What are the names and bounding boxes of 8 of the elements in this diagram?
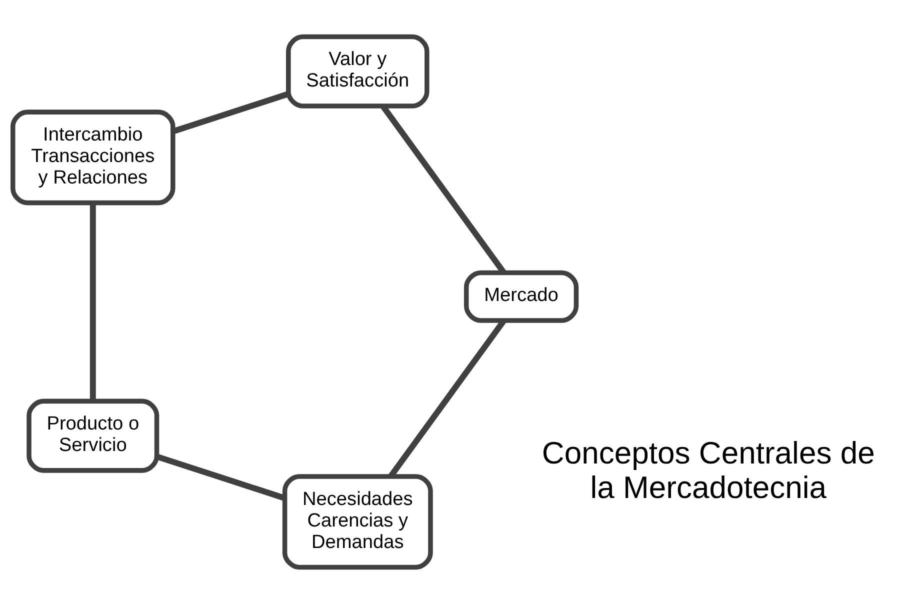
node-box: Valor y Satisfacción	[286, 34, 430, 108]
connector	[90, 202, 96, 401]
node-box: Intercambio Transacciones y Relaciones	[10, 109, 176, 205]
label: Conceptos Centrales de la Mercadotecnia	[542, 435, 875, 505]
node-box: Producto o Servicio	[26, 398, 160, 472]
node-box: Mercado	[464, 270, 579, 322]
connector	[172, 90, 289, 134]
node-box: Necesidades Carencias y Demandas	[282, 474, 433, 570]
